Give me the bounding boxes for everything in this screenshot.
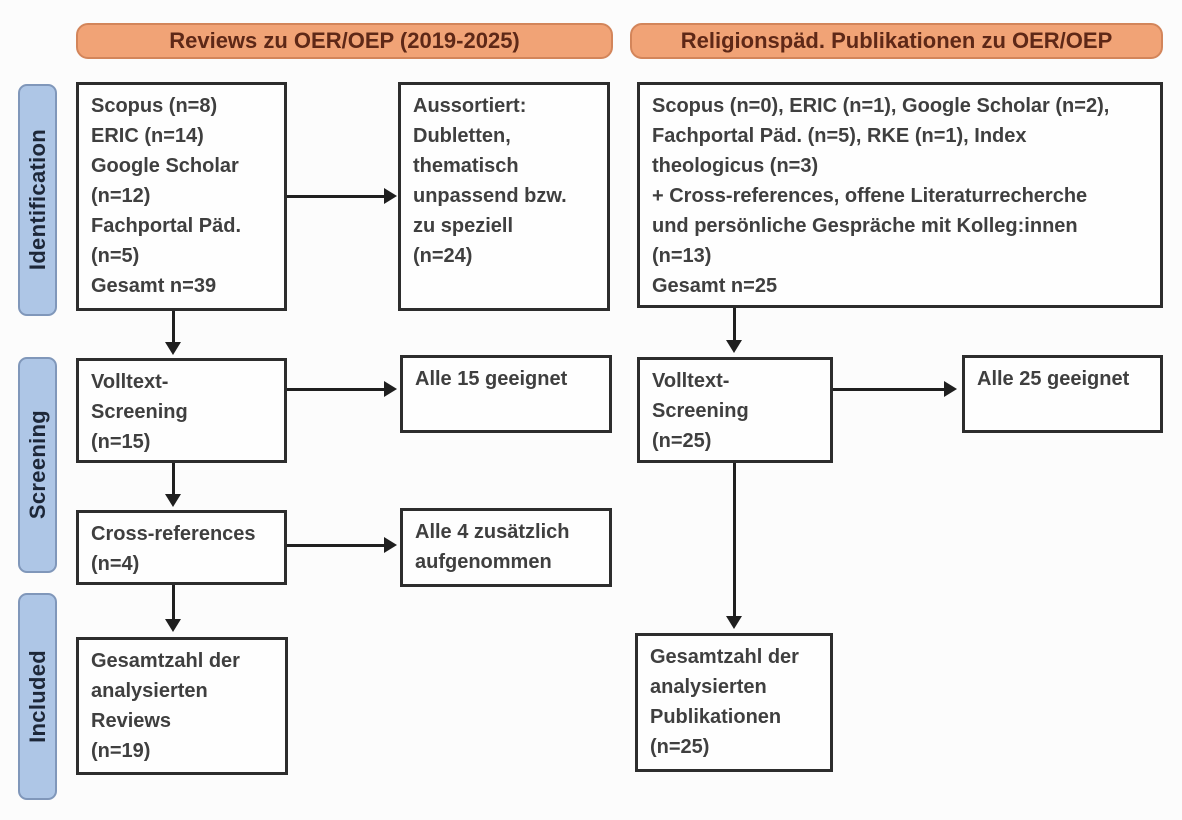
box-left-fulltext-result: Alle 15 geeignet bbox=[400, 355, 612, 433]
arrowhead-right-icon bbox=[384, 381, 397, 397]
arrowhead-right-icon bbox=[944, 381, 957, 397]
arrowhead-right-icon bbox=[384, 188, 397, 204]
box-right-fulltext-screening: Volltext- Screening (n=25) bbox=[637, 357, 833, 463]
arrow-shaft bbox=[733, 308, 736, 342]
arrow-shaft bbox=[172, 585, 175, 621]
box-left-sources: Scopus (n=8) ERIC (n=14) Google Scholar … bbox=[76, 82, 287, 311]
arrowhead-down-icon bbox=[165, 342, 181, 355]
stage-included-label: Included bbox=[24, 650, 50, 743]
arrow-shaft bbox=[172, 311, 175, 344]
box-left-excluded: Aussortiert: Dubletten, thematisch unpas… bbox=[398, 82, 610, 311]
arrowhead-down-icon bbox=[726, 616, 742, 629]
stage-screening: Screening bbox=[18, 357, 57, 573]
arrow-shaft bbox=[733, 463, 736, 618]
column-header-religionspaed: Religionspäd. Publikationen zu OER/OEP bbox=[630, 23, 1163, 59]
stage-included: Included bbox=[18, 593, 57, 800]
arrowhead-down-icon bbox=[165, 619, 181, 632]
box-right-included-total: Gesamtzahl der analysierten Publikatione… bbox=[635, 633, 833, 772]
arrow-shaft bbox=[287, 544, 386, 547]
column-header-reviews: Reviews zu OER/OEP (2019-2025) bbox=[76, 23, 613, 59]
box-right-sources: Scopus (n=0), ERIC (n=1), Google Scholar… bbox=[637, 82, 1163, 308]
stage-identification: Identification bbox=[18, 84, 57, 316]
box-left-crossref: Cross-references (n=4) bbox=[76, 510, 287, 585]
stage-screening-label: Screening bbox=[24, 410, 50, 520]
arrow-shaft bbox=[172, 463, 175, 496]
box-left-fulltext-screening: Volltext- Screening (n=15) bbox=[76, 358, 287, 463]
stage-identification-label: Identification bbox=[24, 129, 50, 271]
arrow-shaft bbox=[833, 388, 946, 391]
arrowhead-down-icon bbox=[165, 494, 181, 507]
box-right-fulltext-result: Alle 25 geeignet bbox=[962, 355, 1163, 433]
box-left-crossref-result: Alle 4 zusätzlich aufgenommen bbox=[400, 508, 612, 587]
arrowhead-down-icon bbox=[726, 340, 742, 353]
arrowhead-right-icon bbox=[384, 537, 397, 553]
arrow-shaft bbox=[287, 195, 386, 198]
arrow-shaft bbox=[287, 388, 386, 391]
box-left-included-total: Gesamtzahl der analysierten Reviews (n=1… bbox=[76, 637, 288, 775]
